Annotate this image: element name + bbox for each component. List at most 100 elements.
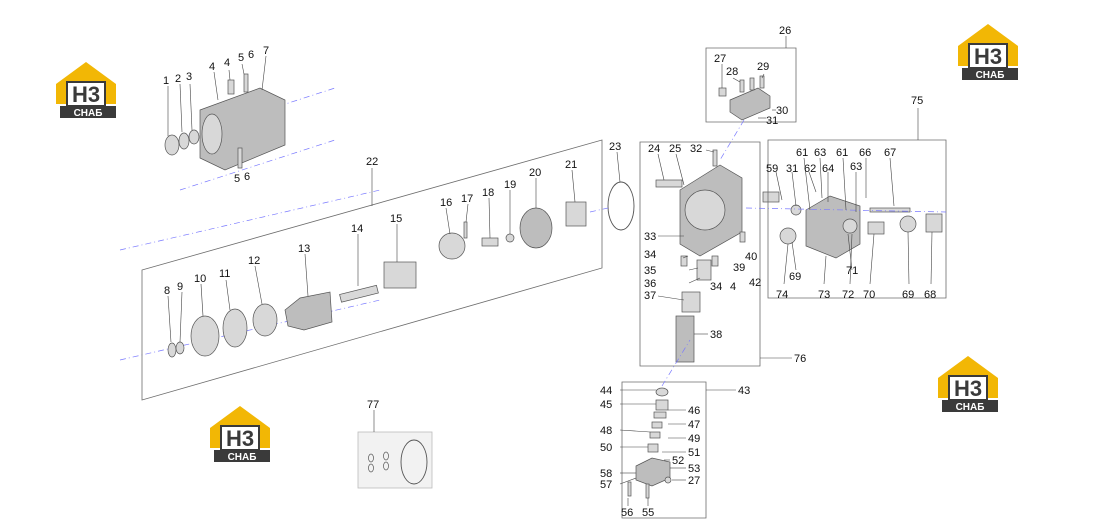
label-6: 6 xyxy=(248,49,254,61)
label-52: 52 xyxy=(672,455,684,467)
label-69: 69 xyxy=(789,271,801,283)
label-63-b: 63 xyxy=(850,161,862,173)
label-25: 25 xyxy=(669,143,681,155)
valve-body-52 xyxy=(635,457,671,487)
plug-27b xyxy=(664,476,672,484)
logo-caption: CHAБ xyxy=(74,108,103,119)
label-38: 38 xyxy=(710,329,722,341)
label-63: 63 xyxy=(814,147,826,159)
seal-ring-3 xyxy=(188,129,200,145)
seal-kit-box xyxy=(357,431,433,489)
ring-47 xyxy=(651,421,663,429)
label-44: 44 xyxy=(600,385,612,397)
label-66: 66 xyxy=(859,147,871,159)
logo-letters: H3 xyxy=(974,44,1002,69)
bushing-19 xyxy=(505,233,515,243)
label-77: 77 xyxy=(367,399,379,411)
screw-56 xyxy=(627,481,632,497)
label-36: 36 xyxy=(644,278,656,290)
label-71: 71 xyxy=(846,265,858,277)
label-31-b: 31 xyxy=(786,163,798,175)
label-27-b: 27 xyxy=(688,475,700,487)
control-valve-top-group: 26 27 28 29 30 31 xyxy=(705,25,797,161)
spool-50 xyxy=(647,443,659,453)
label-68: 68 xyxy=(924,289,936,301)
label-49: 49 xyxy=(688,433,700,445)
label-11: 11 xyxy=(219,268,230,280)
o-ring-23 xyxy=(607,181,635,231)
drive-shaft-13 xyxy=(284,291,333,331)
logo-letters: H3 xyxy=(72,82,100,107)
label-39: 39 xyxy=(733,262,745,274)
label-47: 47 xyxy=(688,419,700,431)
plug-4 xyxy=(227,79,235,95)
motor-housing-7 xyxy=(199,87,286,171)
pistons-15 xyxy=(383,261,417,289)
valve-cartridge-group: 43 44 45 46 47 48 49 50 51 52 xyxy=(600,339,750,519)
label-40: 40 xyxy=(745,251,757,263)
plug-61 xyxy=(790,204,802,216)
label-22: 22 xyxy=(366,156,378,168)
plug-27 xyxy=(718,87,727,97)
label-29: 29 xyxy=(757,61,769,73)
label-5-b: 5 xyxy=(234,173,240,185)
label-67: 67 xyxy=(884,147,896,159)
ring-48 xyxy=(649,431,661,439)
seal-kit-group: 77 xyxy=(357,399,433,489)
label-4-b: 4 xyxy=(224,57,230,69)
label-7: 7 xyxy=(263,45,269,57)
label-15: 15 xyxy=(390,213,402,225)
cylinder-38 xyxy=(675,315,695,363)
label-21: 21 xyxy=(565,159,577,171)
seat-45 xyxy=(655,399,669,411)
housing-flange xyxy=(201,113,223,155)
regulator-body-73 xyxy=(805,195,861,259)
label-46: 46 xyxy=(688,405,700,417)
screw-29 xyxy=(759,75,765,89)
label-13: 13 xyxy=(298,243,310,255)
label-61-b: 61 xyxy=(836,147,848,159)
label-32: 32 xyxy=(690,143,702,155)
label-1: 1 xyxy=(163,75,169,87)
label-20: 20 xyxy=(529,167,541,179)
label-72: 72 xyxy=(842,289,854,301)
control-block xyxy=(729,87,771,121)
seal-ring-2 xyxy=(178,132,190,150)
logo-caption: CHAБ xyxy=(228,452,257,463)
regulator-group: 75 59 31 61 63 62 64 61 66 67 xyxy=(745,95,947,301)
pin-24 xyxy=(655,179,683,188)
label-34-b: 34 xyxy=(710,281,722,293)
label-3: 3 xyxy=(186,71,192,83)
label-74: 74 xyxy=(776,289,788,301)
control-valve-frame xyxy=(705,47,797,123)
screw-40 xyxy=(739,231,746,243)
label-34: 34 xyxy=(644,249,656,261)
housing-group: 1 2 3 4 4 5 6 7 5 6 xyxy=(163,45,336,191)
label-12: 12 xyxy=(248,255,260,267)
logo-caption: CHAБ xyxy=(956,402,985,413)
label-75: 75 xyxy=(911,95,923,107)
label-73: 73 xyxy=(818,289,830,301)
label-23: 23 xyxy=(609,141,621,153)
plug-34 xyxy=(680,255,688,267)
label-69-b: 69 xyxy=(902,289,914,301)
valve-plate-21 xyxy=(565,201,587,227)
label-42: 42 xyxy=(749,277,761,289)
label-43: 43 xyxy=(738,385,750,397)
screw-28b xyxy=(749,77,755,91)
port-plate-bore xyxy=(684,189,726,231)
bearing-12 xyxy=(252,303,278,337)
label-33: 33 xyxy=(644,231,656,243)
screw-55 xyxy=(645,483,650,499)
label-28: 28 xyxy=(726,66,738,78)
valve-72 xyxy=(842,218,858,234)
screw-28 xyxy=(739,79,745,93)
label-27: 27 xyxy=(714,53,726,65)
label-45: 45 xyxy=(600,399,612,411)
label-9: 9 xyxy=(177,281,183,293)
brand-logo-top-right: H3 CHAБ xyxy=(958,24,1018,81)
label-53: 53 xyxy=(688,463,700,475)
screw-32 xyxy=(712,149,718,167)
label-70: 70 xyxy=(863,289,875,301)
ring-46 xyxy=(653,411,667,419)
